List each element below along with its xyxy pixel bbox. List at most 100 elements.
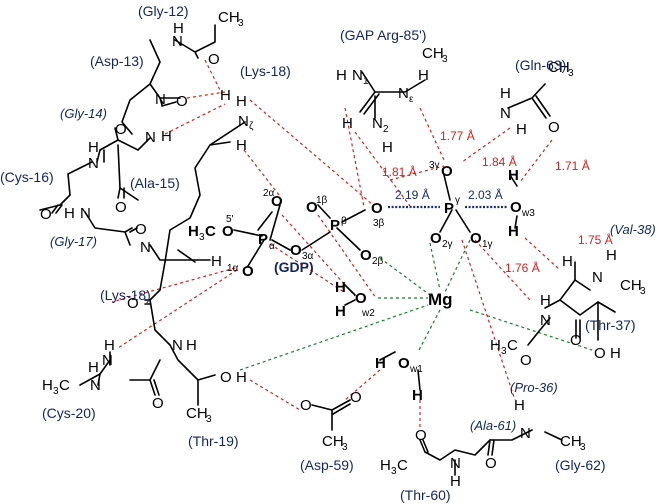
svg-text:O: O [127, 295, 139, 312]
label-thr60: (Thr-60) [400, 487, 451, 503]
svg-text:O: O [176, 93, 188, 110]
label-ala61: (Ala-61) [470, 418, 516, 433]
svg-text:3: 3 [580, 442, 586, 453]
svg-text:N: N [398, 85, 409, 102]
label-gly12: (Gly-12) [138, 3, 189, 19]
svg-text:N: N [450, 455, 461, 472]
svg-text:H: H [88, 139, 99, 156]
svg-text:O: O [415, 427, 427, 444]
svg-text:H: H [335, 303, 346, 320]
svg-text:N: N [140, 239, 151, 256]
label-thr19: (Thr-19) [188, 433, 239, 449]
svg-text:H: H [516, 121, 527, 138]
svg-text:3α: 3α [302, 251, 314, 262]
svg-text:H: H [211, 253, 222, 270]
svg-text:O: O [548, 119, 560, 136]
svg-text:H: H [508, 167, 519, 184]
svg-text:CH: CH [218, 9, 240, 26]
svg-text:H: H [64, 205, 75, 222]
svg-text:N: N [540, 312, 551, 329]
svg-text:N: N [102, 352, 113, 369]
svg-text:w2: w2 [361, 308, 375, 319]
svg-text:H: H [236, 137, 247, 154]
svg-text:O: O [430, 230, 442, 247]
dist-176: 1.76 Å [505, 260, 540, 275]
svg-text:H: H [161, 128, 172, 145]
svg-text:O: O [520, 352, 532, 369]
svg-text:γ: γ [455, 195, 460, 206]
dist-181: 1.81 Å [382, 164, 417, 179]
svg-text:H: H [236, 93, 247, 110]
svg-text:3: 3 [442, 54, 448, 65]
svg-text:1γ: 1γ [482, 239, 493, 250]
label-lys18: (Lys-18) [100, 287, 151, 303]
label-asp13: (Asp-13) [90, 53, 144, 69]
svg-text:α: α [269, 241, 275, 252]
label-pro36: (Pro-36) [510, 380, 558, 395]
svg-text:N: N [592, 269, 603, 286]
svg-text:O: O [115, 121, 127, 138]
svg-text:H: H [42, 377, 53, 394]
svg-text:N: N [500, 105, 511, 122]
svg-text:H: H [186, 337, 197, 354]
svg-text:O: O [242, 263, 254, 280]
svg-text:O: O [115, 199, 127, 216]
svg-text:1: 1 [363, 76, 369, 87]
svg-text:H: H [188, 223, 199, 240]
label-gly14: (Gly-14) [60, 106, 107, 121]
svg-text:P: P [258, 231, 268, 248]
svg-text:N: N [172, 337, 183, 354]
svg-text:O: O [355, 290, 367, 307]
svg-text:CH: CH [620, 277, 642, 294]
svg-text:C: C [59, 377, 70, 394]
svg-text:w3: w3 [521, 208, 535, 219]
svg-text:2: 2 [383, 124, 389, 135]
svg-text:O: O [40, 206, 52, 223]
svg-text:P: P [330, 217, 340, 234]
svg-text:N: N [80, 205, 91, 222]
svg-text:2γ: 2γ [442, 239, 453, 250]
mg-coordination [239, 239, 593, 371]
svg-text:C: C [397, 457, 408, 474]
label-asp59: (Asp-59) [300, 457, 354, 473]
svg-text:3: 3 [206, 414, 212, 425]
svg-text:1α: 1α [227, 263, 239, 274]
svg-text:H: H [88, 359, 99, 376]
svg-text:O: O [306, 199, 318, 216]
svg-text:O: O [398, 355, 410, 372]
svg-text:O: O [271, 193, 283, 210]
svg-text:H: H [173, 20, 184, 37]
svg-text:ε: ε [409, 94, 414, 105]
svg-text:H: H [610, 345, 621, 362]
svg-text:3: 3 [238, 18, 244, 29]
svg-text:H: H [382, 139, 393, 156]
svg-text:O: O [441, 163, 453, 180]
svg-text:3: 3 [342, 442, 348, 453]
svg-text:1β: 1β [316, 195, 328, 206]
label-val38: (Val-38) [610, 222, 656, 237]
svg-text:H: H [336, 67, 347, 84]
dist-177: 1.77 Å [440, 128, 475, 143]
covalent-bonds [39, 24, 616, 476]
svg-text:N: N [238, 113, 249, 130]
svg-text:H: H [412, 387, 423, 404]
svg-text:5': 5' [226, 214, 234, 225]
svg-text:O: O [222, 223, 234, 240]
svg-text:N: N [145, 129, 156, 146]
svg-text:H: H [335, 279, 346, 296]
svg-text:H: H [508, 223, 519, 240]
label-cys20: (Cys-20) [42, 405, 96, 421]
svg-text:O: O [152, 395, 164, 412]
svg-text:H: H [104, 337, 115, 354]
svg-text:O: O [300, 397, 312, 414]
svg-text:3: 3 [53, 386, 59, 397]
svg-text:w1: w1 [409, 364, 423, 375]
svg-text:3β: 3β [373, 218, 385, 229]
svg-text:H: H [375, 355, 386, 372]
svg-text:H: H [380, 457, 391, 474]
hydrogen-bonds [111, 59, 561, 430]
svg-text:CH: CH [422, 45, 444, 62]
svg-text:CH: CH [560, 433, 582, 450]
svg-text:H: H [220, 87, 231, 104]
